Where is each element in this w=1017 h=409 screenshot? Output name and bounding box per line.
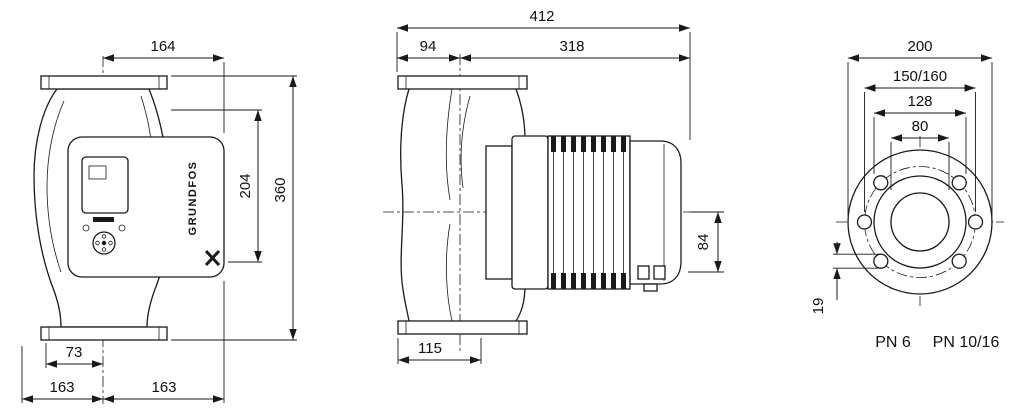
cooling-fins (551, 136, 626, 289)
dim-raised-face: 128 (873, 93, 967, 174)
display-bar (93, 217, 114, 222)
dim-bolt-circle: 150/160 (864, 68, 976, 212)
motor-assembly (485, 135, 682, 292)
dim-label-150-160: 150/160 (893, 68, 947, 85)
grundfos-logo-icon (204, 249, 221, 267)
bolt-hole (951, 175, 967, 191)
button-left (82, 224, 90, 232)
dim-label-412: 412 (529, 8, 554, 25)
dim-front-spans: 163 163 (21, 281, 225, 403)
dim-side-partial-lengths: 94 318 (397, 38, 690, 62)
bolt-holes (856, 175, 984, 269)
stator-housing (511, 135, 549, 290)
raised-face-circle (873, 175, 967, 269)
dim-label-360: 360 (272, 177, 289, 202)
front-view: GRUNDFOS 164 204 360 73 (21, 38, 297, 404)
bolt-hole (873, 253, 889, 269)
dim-front-offset: 73 (45, 343, 103, 368)
dim-label-115: 115 (418, 340, 442, 357)
bolt-hole (873, 175, 889, 191)
terminal-box (637, 265, 650, 280)
dim-front-top-width: 164 (103, 38, 225, 133)
dim-label-163-right: 163 (151, 379, 176, 396)
display-symbol (88, 165, 107, 180)
bolt-hole (951, 253, 967, 269)
grundfos-logo-text: GRUNDFOS (187, 161, 199, 236)
cooling-fin-section (547, 135, 631, 290)
dim-label-94: 94 (420, 38, 437, 55)
control-box: GRUNDFOS (67, 136, 225, 278)
dim-front-total-height: 360 (171, 75, 297, 341)
flange-view: 200 150/160 128 80 19 PN 6 (810, 38, 1004, 351)
control-button-pad (92, 231, 116, 255)
cable-connector (643, 283, 658, 292)
dim-side-box-drop: 84 (688, 211, 724, 273)
label-pn10-16: PN 10/16 (933, 334, 1000, 351)
bolt-hole (856, 214, 873, 230)
motor-end-housing (629, 140, 682, 285)
dim-label-128: 128 (907, 93, 932, 110)
dim-label-318: 318 (559, 38, 584, 55)
dim-label-80: 80 (912, 118, 929, 135)
dim-label-163-left: 163 (49, 379, 74, 396)
bolt-hole (967, 214, 984, 230)
dim-hole-diameter: 19 (810, 242, 881, 314)
button-right (118, 224, 126, 232)
bottom-flange (40, 326, 168, 341)
dim-label-204: 204 (237, 173, 254, 198)
dim-label-200: 200 (907, 38, 932, 55)
side-bottom-flange (397, 320, 528, 335)
dim-side-total-length: 412 (396, 8, 691, 140)
display-screen (81, 156, 129, 214)
side-top-flange (397, 75, 528, 90)
terminal-box (653, 265, 666, 280)
dim-front-body-height: 204 (171, 109, 262, 263)
dim-side-foot-length: 115 (397, 338, 482, 364)
dim-label-84: 84 (695, 234, 712, 251)
motor-adapter (485, 145, 513, 280)
dim-label-19: 19 (810, 298, 827, 315)
dim-flange-outer: 200 (847, 38, 993, 216)
dim-bore: 80 (890, 118, 950, 190)
dim-label-164: 164 (150, 38, 175, 55)
side-view: 412 94 318 84 115 (383, 8, 724, 364)
bore-circle (890, 192, 950, 252)
dim-label-73: 73 (66, 344, 83, 361)
label-pn6: PN 6 (875, 334, 911, 351)
top-flange (40, 75, 168, 90)
